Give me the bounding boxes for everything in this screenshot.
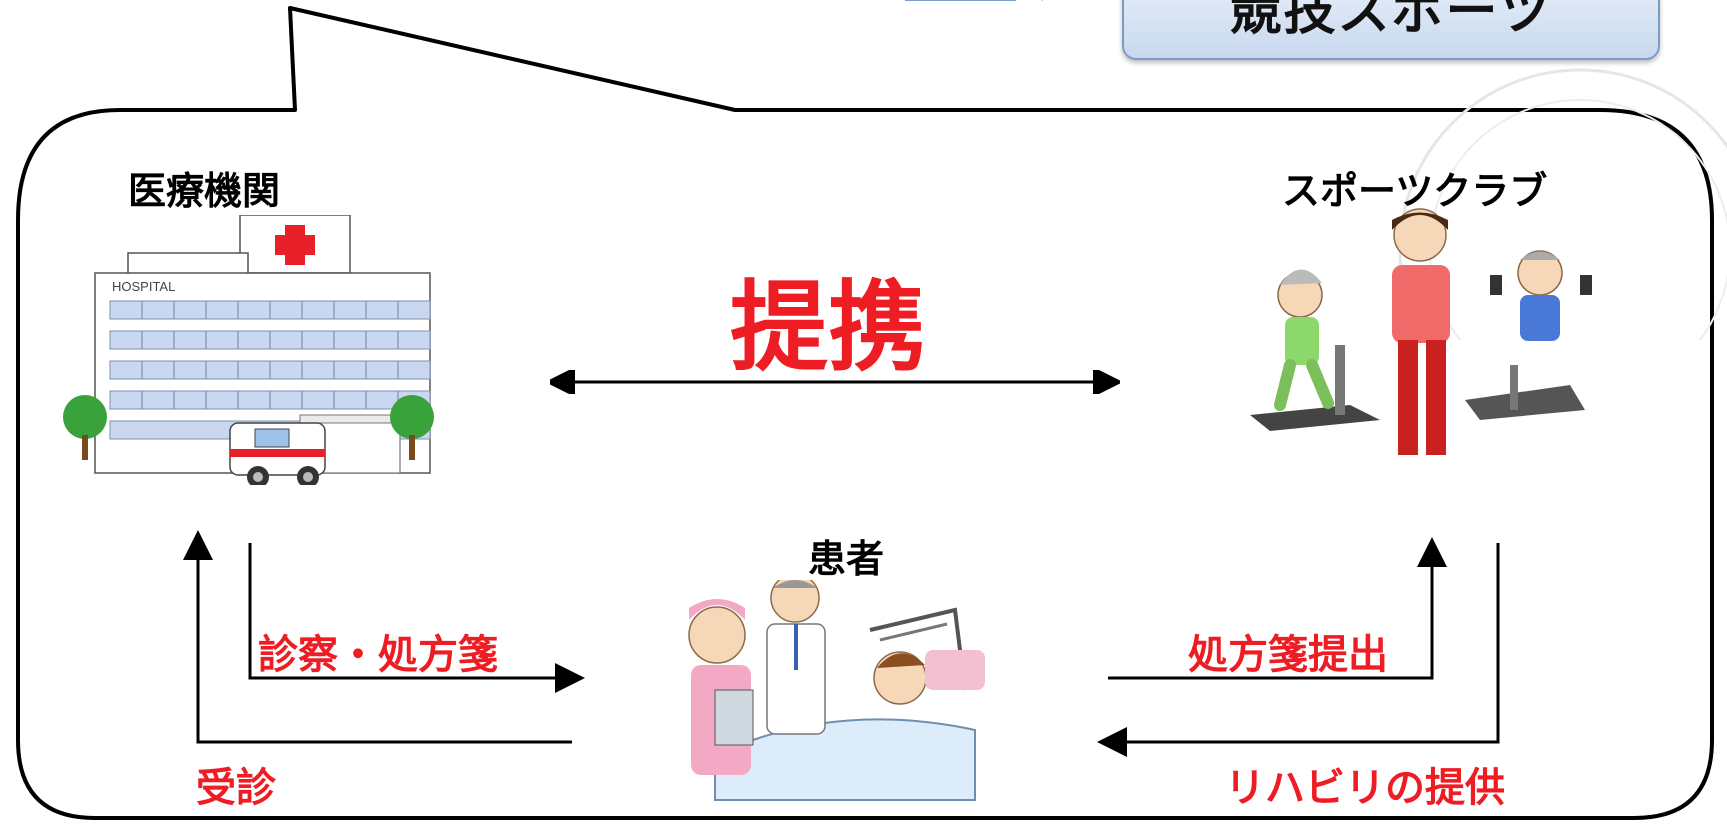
hospital-sign: HOSPITAL (112, 279, 175, 294)
patient-title: 患者 (808, 537, 885, 581)
partnership-label: 提携 (730, 271, 927, 385)
patient-with-doctor-nurse-icon (688, 580, 985, 801)
partnership-arrow (550, 370, 1120, 394)
consultation-label: 受診 (196, 765, 276, 811)
submit-prescription-label: 処方箋提出 (1188, 632, 1388, 678)
sports-club-title: スポーツクラブ (1282, 169, 1548, 213)
sports-club-exercise-icon (1250, 208, 1592, 455)
rehab-provision-label: リハビリの提供 (1225, 765, 1505, 811)
hospital-building-icon: HOSPITAL (63, 215, 434, 485)
top-badge: 競技スポーツ (1122, 0, 1660, 60)
diagnosis-prescription-label: 診察・処方箋 (258, 632, 498, 678)
top-badge-label: 競技スポーツ (1229, 0, 1553, 42)
hospital-title: 医療機関 (128, 169, 281, 213)
